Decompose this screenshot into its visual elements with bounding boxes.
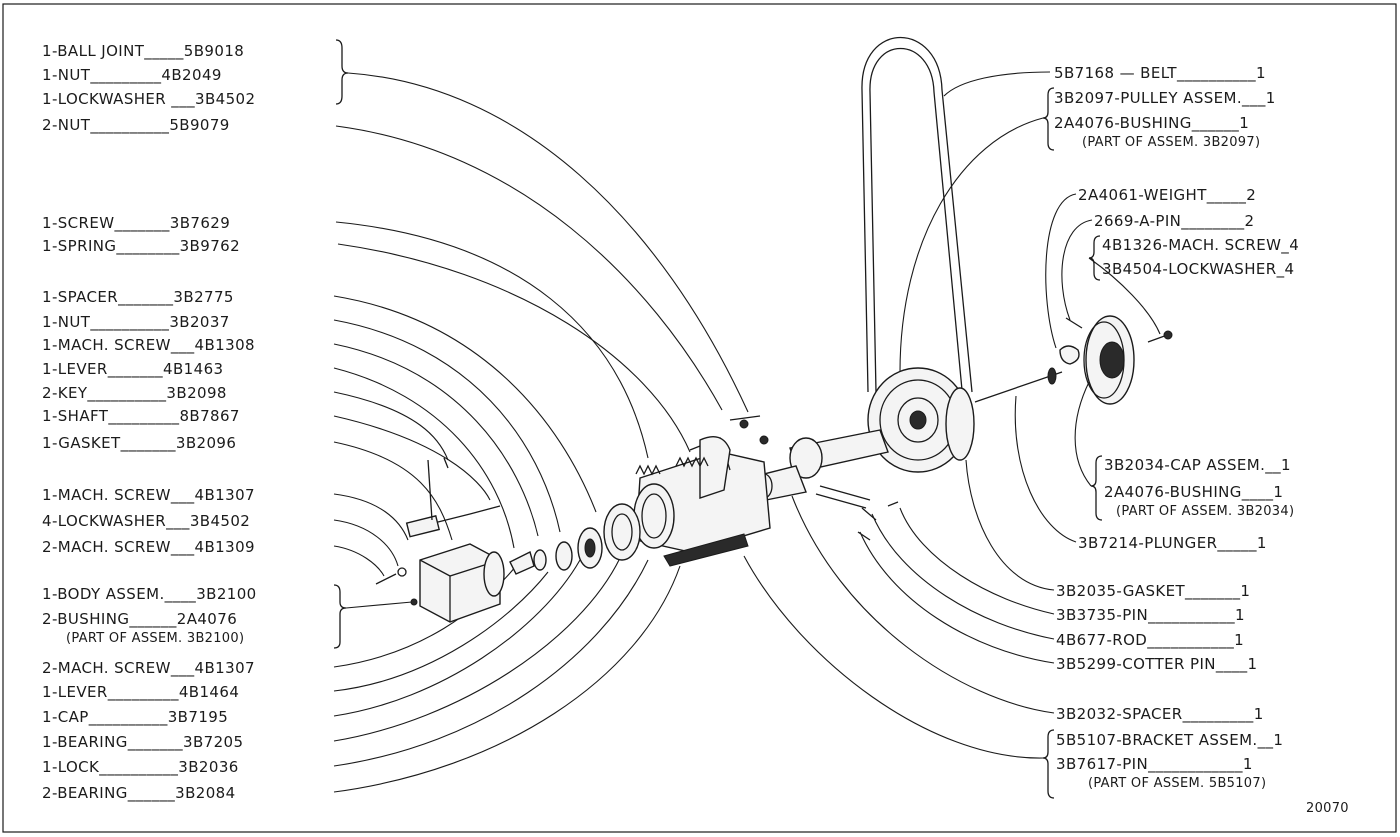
bracket-pulley-group [1042,87,1055,151]
label-pin-3b3735: 3B3735-PIN___________1 [1056,606,1245,625]
label-screw-3b7629: 1-SCREW_______3B7629 [42,214,230,233]
label-key-3b2098: 2-KEY__________3B2098 [42,384,227,403]
left-leader-lines [333,72,749,793]
label-bearing-3b2084: 2-BEARING______3B2084 [42,784,236,803]
label-gasket-3b2096: 1-GASKET_______3B2096 [42,434,236,453]
mach-screw-left [375,573,397,585]
right-leader-lines [743,71,1161,759]
label-spring-3b9762: 1-SPRING________3B9762 [42,237,240,256]
label-lever-4b1463: 1-LEVER_______4B1463 [42,360,223,379]
label-bushing-2a4076-c: 2A4076-BUSHING____1 [1104,483,1283,502]
label-body-assem-3b2100: 1-BODY ASSEM.____3B2100 [42,585,257,604]
label-bearing-3b7205: 1-BEARING_______3B7205 [42,733,243,752]
pin-small [1065,317,1083,329]
body-assembly [410,543,505,623]
belt [861,37,973,393]
bearings-group [533,503,641,571]
shaft-vertical [427,459,433,521]
label-cotter-pin-3b5299: 3B5299-COTTER PIN____1 [1056,655,1257,674]
rod [974,371,1063,403]
label-gasket-3b2035: 3B2035-GASKET_______1 [1056,582,1250,601]
shaft-sleeve [755,429,889,501]
label-lockwasher-3b4504: 3B4504-LOCKWASHER_4 [1102,260,1294,279]
label-belt-5b7168: 5B7168 — BELT__________1 [1054,64,1266,83]
label-nut-4b2049: 1-NUT_________4B2049 [42,66,222,85]
label-cap-3b7195: 1-CAP__________3B7195 [42,708,228,727]
figure-number: 20070 [1306,801,1349,816]
label-nut-5b9079: 2-NUT__________5B9079 [42,116,230,135]
label-mach-screw-4b1326: 4B1326-MACH. SCREW_4 [1102,236,1299,255]
label-part-of-5b5107: (PART OF ASSEM. 5B5107) [1088,776,1266,791]
label-spacer-3b2775: 1-SPACER_______3B2775 [42,288,234,307]
label-part-of-3b2034: (PART OF ASSEM. 3B2034) [1116,504,1294,519]
label-shaft-8b7867: 1-SHAFT_________8B7867 [42,407,240,426]
bracket-bracket-assem-group [1042,729,1055,799]
drawing-frame [2,3,1397,833]
label-lockwasher-3b4502-a: 1-LOCKWASHER ___3B4502 [42,90,255,109]
label-plunger-3b7214: 3B7214-PLUNGER_____1 [1078,534,1267,553]
label-lockwasher-3b4502-b: 4-LOCKWASHER___3B4502 [42,512,250,531]
label-nut-3b2037: 1-NUT__________3B2037 [42,313,230,332]
label-pin-3b7617: 3B7617-PIN____________1 [1056,755,1253,774]
pulley-assembly [867,367,975,473]
label-mach-screw-4b1307-b: 2-MACH. SCREW___4B1307 [42,659,255,678]
label-pulley-assem-3b2097: 3B2097-PULLEY ASSEM.___1 [1054,89,1276,108]
label-mach-screw-4b1308: 1-MACH. SCREW___4B1308 [42,336,255,355]
bracket-body-assem-group [333,584,347,649]
weight [1059,345,1080,365]
label-pin-2669-a: 2669-A-PIN________2 [1094,212,1254,231]
label-cap-assem-3b2034: 3B2034-CAP ASSEM.__1 [1104,456,1291,475]
bracket-cap-assem-group [1090,455,1103,521]
label-lever-4b1464: 1-LEVER_________4B1464 [42,683,239,702]
mechanism-drawing [375,37,1173,623]
label-lock-3b2036: 1-LOCK__________3B2036 [42,758,239,777]
label-weight-2a4061: 2A4061-WEIGHT_____2 [1078,186,1256,205]
label-mach-screw-4b1309: 2-MACH. SCREW___4B1309 [42,538,255,557]
label-part-of-3b2100: (PART OF ASSEM. 3B2100) [66,631,244,646]
label-ball-joint: 1-BALL JOINT_____5B9018 [42,42,244,61]
label-mach-screw-4b1307-a: 1-MACH. SCREW___4B1307 [42,486,255,505]
lever [509,550,535,575]
bracket-mach-screw-group [1088,235,1101,281]
label-bracket-assem-5b5107: 5B5107-BRACKET ASSEM.__1 [1056,731,1283,750]
bracket-ball-joint-group [335,39,349,105]
label-rod-4b677: 4B677-ROD___________1 [1056,631,1244,650]
right-parts-list: 5B7168 — BELT__________1 3B2097-PULLEY A… [1042,64,1299,799]
springs [635,456,709,476]
label-bushing-2a4076-a: 2-BUSHING______2A4076 [42,610,237,629]
bracket-housing [633,436,771,567]
left-parts-list: 1-BALL JOINT_____5B9018 1-NUT_________4B… [42,39,349,803]
label-part-of-3b2097: (PART OF ASSEM. 3B2097) [1082,135,1260,150]
cap-assembly [1083,315,1135,405]
label-bushing-2a4076-b: 2A4076-BUSHING______1 [1054,114,1249,133]
label-spacer-3b2032: 3B2032-SPACER_________1 [1056,705,1264,724]
